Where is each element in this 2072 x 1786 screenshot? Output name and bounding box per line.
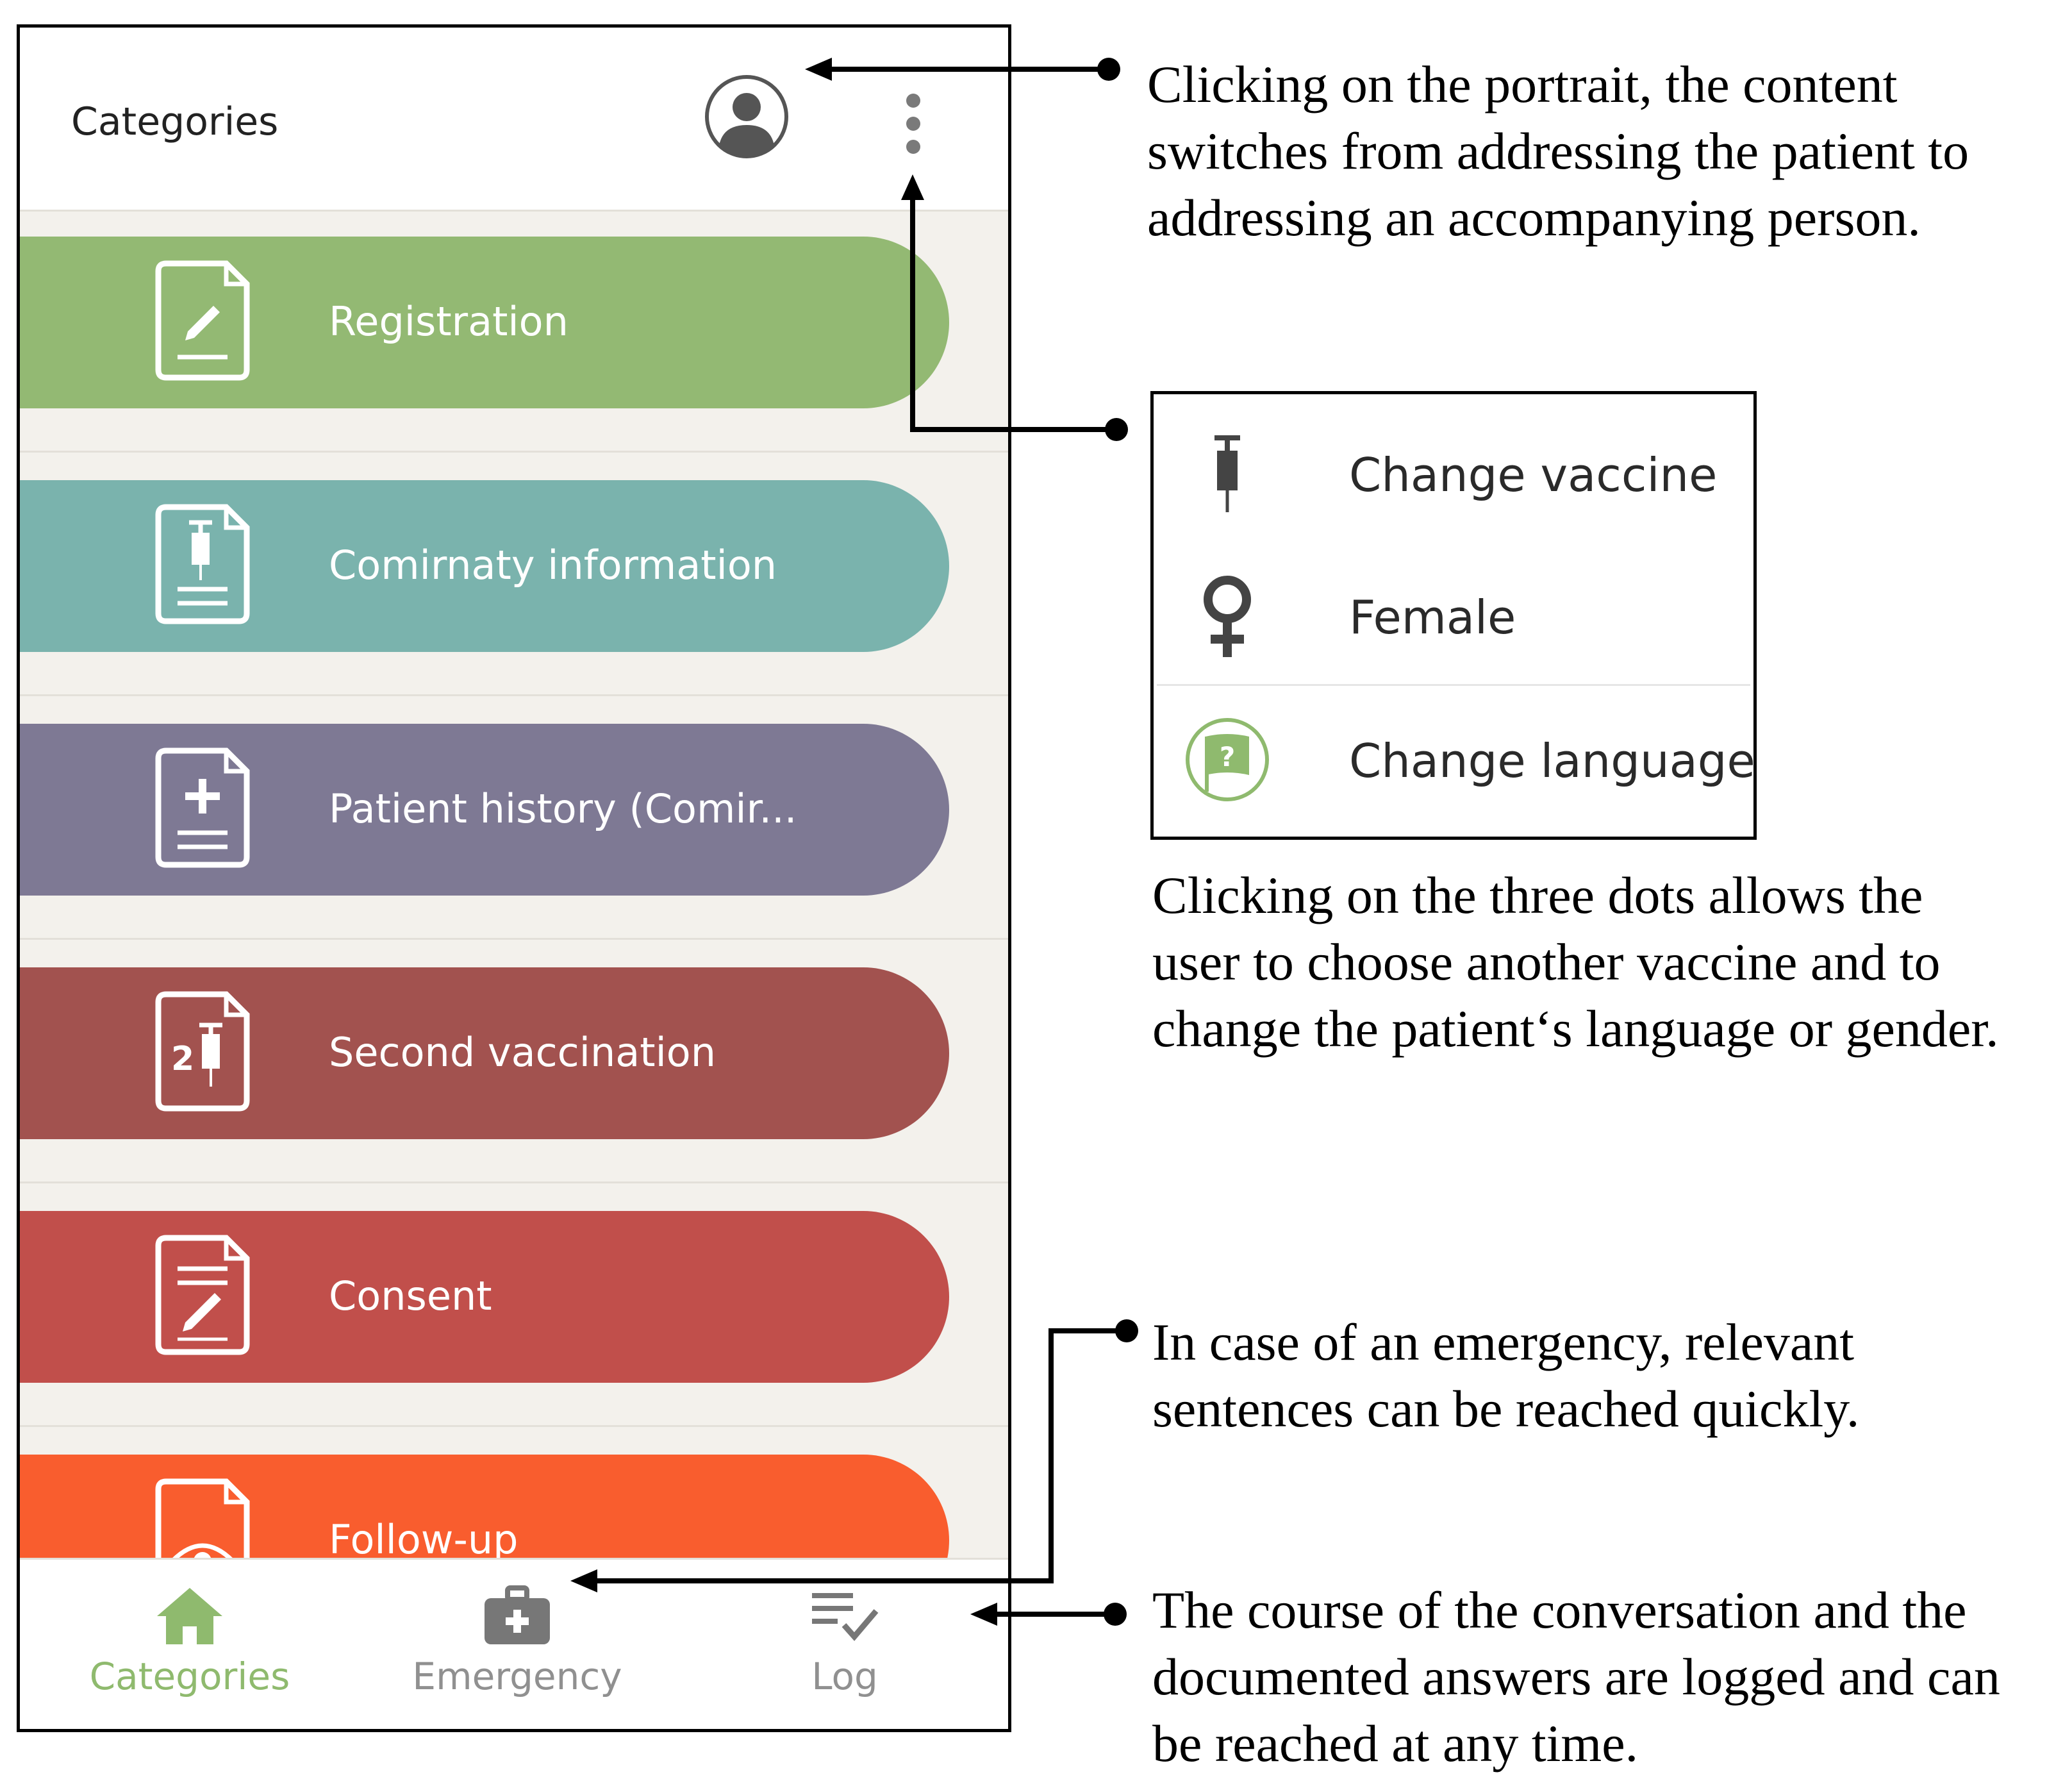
category-second-vaccination[interactable]: 2 Second vaccination [20,967,949,1139]
language-badge: ? [1220,741,1235,772]
arrow-dot [1104,1603,1127,1626]
home-icon [157,1588,222,1644]
arrow-head [805,58,832,81]
divider [20,1425,1008,1427]
annotation-line: In case of an emergency, relevant [1152,1313,1855,1371]
arrow-line [910,192,1116,432]
category-registration[interactable]: Registration [20,237,949,408]
document-sign-icon [155,1235,250,1355]
annotation-log: The course of the conversation and the d… [1152,1577,2065,1777]
annotation-line: change the patient‘s language or gender. [1152,999,1999,1058]
category-label: Comirnaty information [329,542,777,588]
annotation-emergency: In case of an emergency, relevant senten… [1152,1309,2065,1442]
bottom-navigation: Categories Emergency Log [20,1558,1008,1729]
document-syringe-icon [155,504,250,624]
app-header: Categories [20,28,1008,212]
arrow-dot [1105,418,1128,441]
menu-item-label: Change language [1349,734,1755,788]
annotation-line: user to choose another vaccine and to [1152,933,1941,991]
category-label: Consent [329,1273,492,1319]
nav-label: Categories [89,1655,290,1698]
annotation-line: documented answers are logged and can [1152,1648,2000,1706]
svg-text:2: 2 [171,1040,194,1078]
divider [20,1181,1008,1183]
divider [20,451,1008,453]
menu-item-female[interactable]: Female [1154,546,1753,687]
annotation-line: addressing an accompanying person. [1147,188,1921,247]
annotation-line: Clicking on the portrait, the content [1147,55,1898,113]
nav-label: Log [811,1655,878,1698]
nav-item-categories[interactable]: Categories [55,1585,324,1714]
document-plus-icon [155,747,250,868]
category-label: Registration [329,298,568,345]
menu-item-change-vaccine[interactable]: Change vaccine [1154,403,1753,544]
document-edit-icon [155,260,250,381]
menu-item-label: Change vaccine [1349,448,1718,502]
menu-item-change-language[interactable]: ? Change language [1154,689,1755,830]
document-second-dose-icon: 2 [155,991,250,1112]
category-label: Patient history (Comir... [329,785,797,832]
category-comirnaty-information[interactable]: Comirnaty information [20,480,949,652]
page-title: Categories [71,99,279,144]
category-patient-history[interactable]: Patient history (Comir... [20,724,949,896]
divider [20,938,1008,940]
menu-divider [1157,684,1750,686]
syringe-icon [1214,435,1240,512]
arrow-dot [1115,1319,1138,1342]
nav-label: Emergency [412,1655,622,1698]
category-label: Follow-up [329,1516,518,1563]
arrow-head [970,1603,997,1626]
first-aid-kit-icon [485,1585,550,1644]
user-portrait-icon[interactable] [704,74,790,160]
annotation-portrait: Clicking on the portrait, the content sw… [1147,51,2065,251]
options-menu: Change vaccine Female ? Change language [1150,391,1757,840]
annotation-line: be reached at any time. [1152,1714,1639,1773]
annotation-line: The course of the conversation and the [1152,1581,1967,1639]
category-label: Second vaccination [329,1029,717,1076]
language-flag-icon: ? [1186,718,1269,801]
annotation-dots: Clicking on the three dots allows the us… [1152,862,2046,1062]
nav-item-emergency[interactable]: Emergency [383,1585,652,1714]
annotation-line: sentences can be reached quickly. [1152,1380,1860,1438]
female-symbol-icon [1204,576,1251,657]
divider [20,694,1008,696]
arrow-dot [1097,58,1120,81]
menu-item-label: Female [1349,590,1516,644]
annotation-line: switches from addressing the patient to [1147,122,1969,180]
arrow-head [901,174,924,200]
annotation-line: Clicking on the three dots allows the [1152,866,1923,924]
nav-item-log[interactable]: Log [710,1585,979,1714]
arrow-line [590,1328,1127,1583]
phone-screen: Categories Registration [17,24,1011,1732]
category-consent[interactable]: Consent [20,1211,949,1383]
three-dots-icon[interactable] [899,92,927,156]
checklist-icon [812,1593,879,1641]
arrow-head [570,1569,597,1592]
